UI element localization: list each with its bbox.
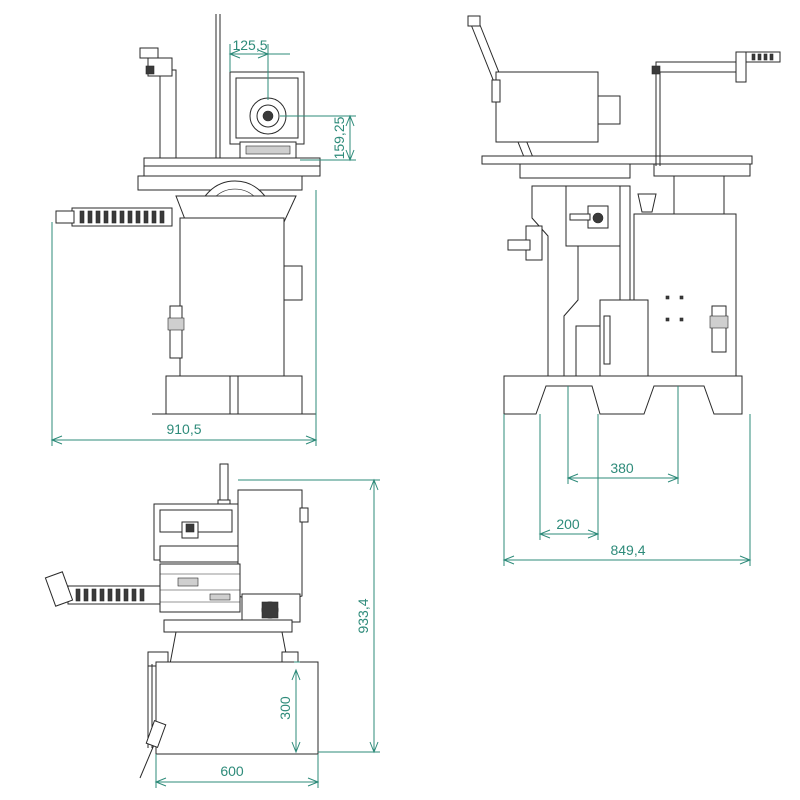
top-handle-grip — [75, 588, 145, 602]
dim-top-height: 933,4 — [355, 598, 371, 633]
dim-side-width: 849,4 — [610, 542, 645, 558]
dim-front-width: 910,5 — [166, 421, 201, 437]
dim-top-base-width: 600 — [220, 763, 244, 779]
front-dimensions: 910,5 125,5 159,25 — [50, 37, 356, 446]
top-dimensions: 933,4 300 600 — [154, 478, 380, 788]
dim-front-offset: 125,5 — [232, 37, 267, 53]
dim-front-height: 159,25 — [331, 116, 347, 159]
dim-side-leg: 200 — [556, 516, 580, 532]
handle-grip — [79, 210, 165, 224]
dim-side-inner: 380 — [610, 460, 634, 476]
side-view — [467, 15, 781, 415]
top-view — [44, 463, 319, 779]
front-view — [55, 14, 321, 415]
dim-top-base-height: 300 — [277, 696, 293, 720]
side-dimensions: 849,4 380 200 — [502, 386, 752, 566]
